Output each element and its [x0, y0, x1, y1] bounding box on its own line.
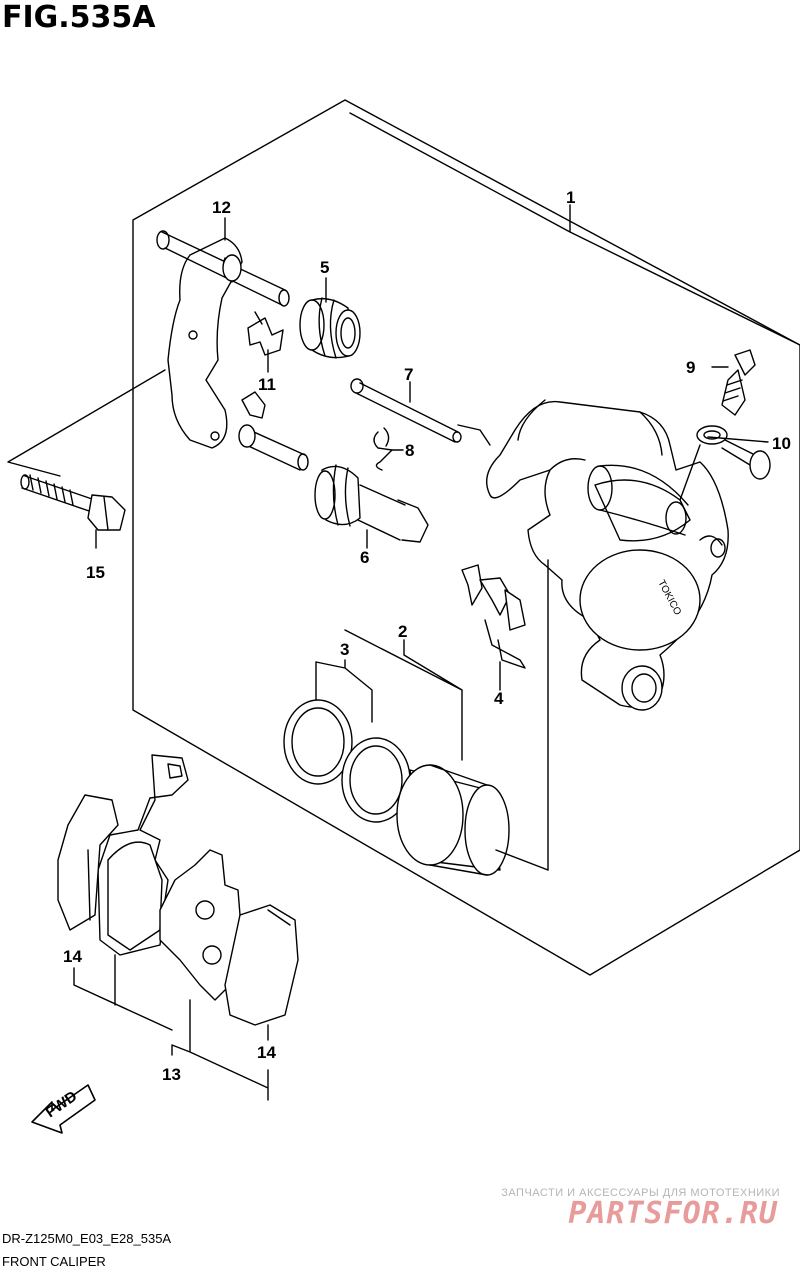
piston-2	[396, 764, 510, 876]
figure-name: FRONT CALIPER	[2, 1254, 106, 1269]
callout-3: 3	[340, 640, 349, 659]
fwd-arrow	[31, 1084, 96, 1134]
mounting-bolt-15	[20, 474, 126, 531]
piston-seals-3	[283, 699, 411, 823]
callout-13: 13	[162, 1065, 181, 1084]
callout-6: 6	[360, 548, 369, 567]
boot-5	[299, 297, 361, 359]
caliper-bracket	[156, 230, 309, 471]
brake-pad-rear	[57, 754, 189, 956]
callout-10: 10	[772, 434, 791, 453]
callout-15: 15	[86, 563, 105, 582]
retaining-clip-8	[373, 427, 393, 471]
callout-4: 4	[494, 689, 504, 708]
pad-spring-4	[461, 564, 526, 669]
bleeder-cap-10	[696, 425, 771, 480]
callout-9: 9	[686, 358, 695, 377]
bleeder-screw-9	[721, 349, 756, 416]
watermark-brand: PARTSFOR.RU	[568, 1196, 778, 1231]
callout-11: 11	[258, 375, 276, 394]
callout-12: 12	[212, 198, 231, 217]
pad-spring-clip-11	[241, 311, 284, 419]
slide-pin-6	[314, 464, 429, 543]
caliper-body	[486, 399, 729, 711]
watermark-tagline: ЗАПЧАСТИ И АКСЕССУАРЫ ДЛЯ МОТОТЕХНИКИ	[501, 1187, 780, 1199]
figure-title: FIG.535A	[2, 0, 156, 35]
callout-14-left: 14	[63, 947, 82, 966]
callout-7: 7	[404, 365, 413, 384]
brake-pad-front	[159, 849, 299, 1026]
callout-2: 2	[398, 622, 407, 641]
callout-1: 1	[566, 188, 575, 207]
pad-pin-7	[350, 378, 462, 443]
figure-code: DR-Z125M0_E03_E28_535A	[2, 1231, 172, 1246]
assembly-outline	[132, 99, 800, 976]
callout-8: 8	[405, 441, 414, 460]
callout-14-right: 14	[257, 1043, 276, 1062]
callout-5: 5	[320, 258, 329, 277]
